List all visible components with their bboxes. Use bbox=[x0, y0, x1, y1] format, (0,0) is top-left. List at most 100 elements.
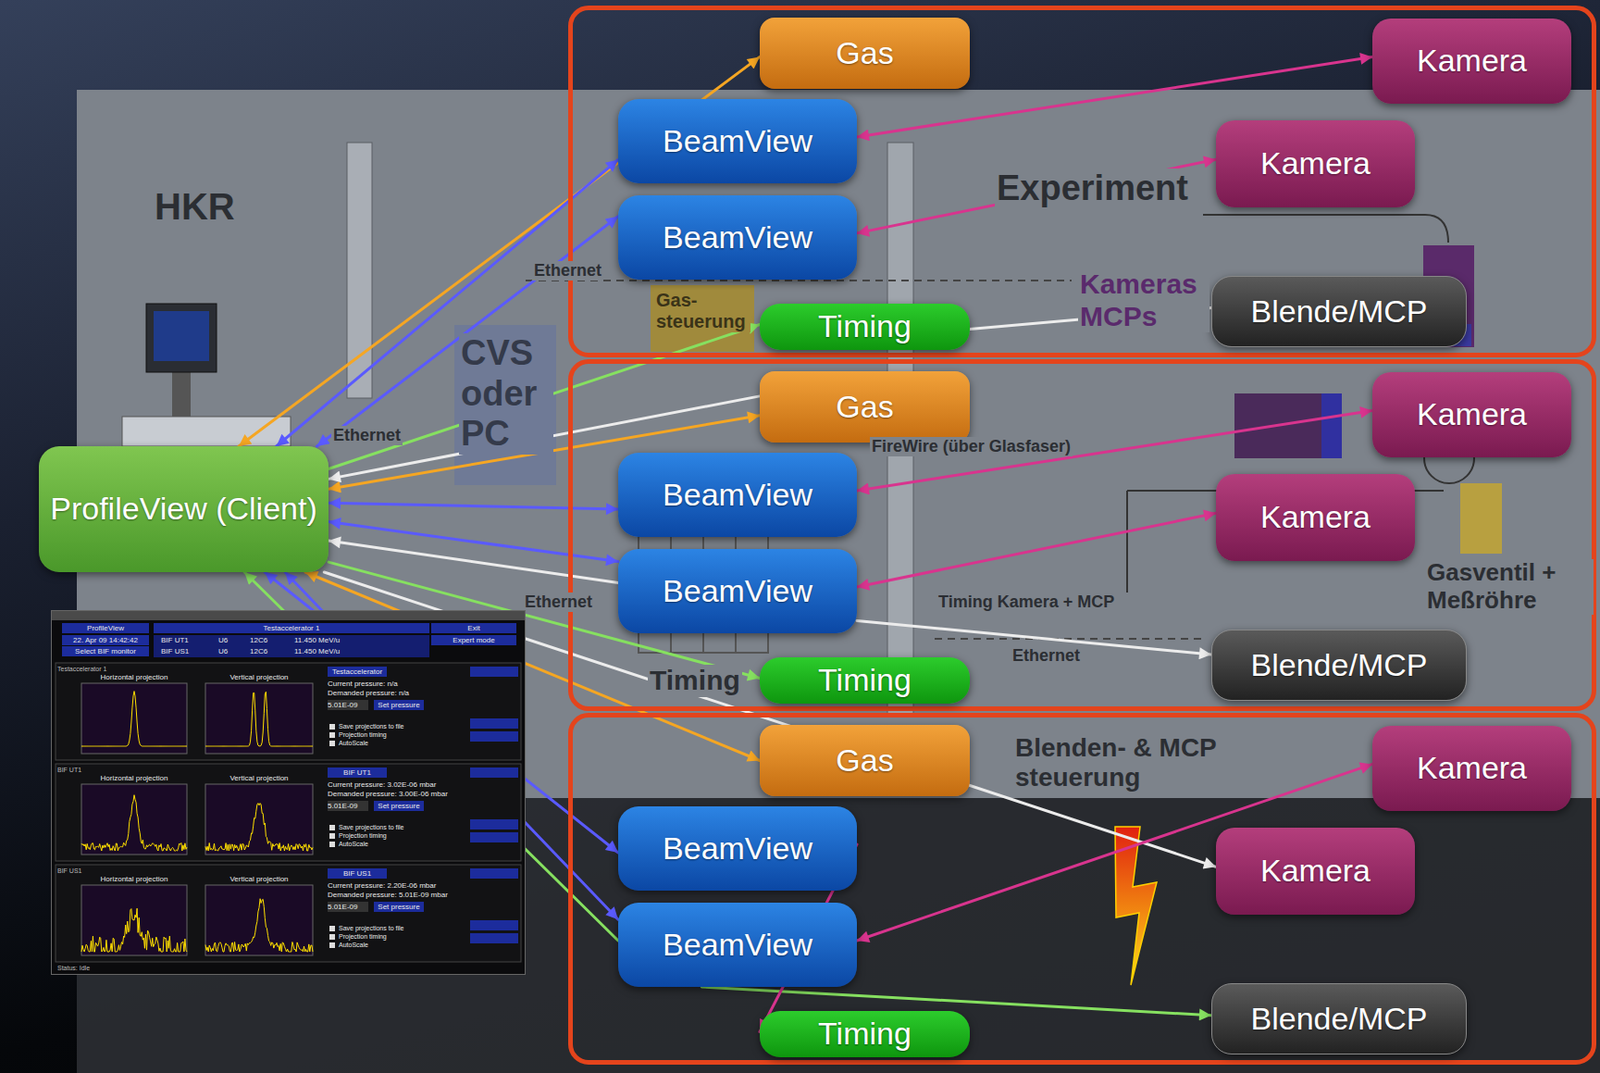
aperture-mcp-box: Blende/MCP bbox=[1211, 982, 1467, 1055]
plot-frame bbox=[81, 783, 187, 855]
screen-text: 12C6 bbox=[249, 645, 268, 657]
screen-text: Set pressure bbox=[373, 699, 424, 710]
wire bbox=[1203, 214, 1449, 243]
gas-box: Gas bbox=[759, 371, 970, 443]
node-label: Timing bbox=[818, 661, 912, 698]
plot-frame bbox=[81, 884, 187, 956]
beamview-box: BeamView bbox=[618, 195, 857, 280]
button bbox=[470, 767, 519, 778]
screen-text: ProfileView bbox=[62, 622, 149, 633]
node-label: Kamera bbox=[1416, 749, 1527, 786]
connector-arrow bbox=[328, 540, 619, 583]
button bbox=[470, 919, 519, 931]
screen-text: Testaccelerator 1 bbox=[57, 663, 107, 674]
screen-text: Demanded pressure: n/a bbox=[327, 687, 410, 698]
aperture-mcp-box: Blende/MCP bbox=[1211, 629, 1467, 701]
button bbox=[470, 731, 519, 742]
dashed-line bbox=[525, 279, 1072, 282]
background-label: Timing bbox=[647, 664, 743, 697]
screen-text: AutoScale bbox=[338, 939, 369, 950]
background-label: Blenden- & MCP steuerung bbox=[1013, 732, 1243, 793]
background-label: Ethernet bbox=[532, 260, 604, 281]
panel-frame bbox=[55, 763, 521, 861]
label-slot: Ethernet bbox=[522, 592, 595, 612]
screen-text: U6 bbox=[218, 645, 228, 657]
node-label: BeamView bbox=[662, 219, 813, 256]
connector-arrow bbox=[328, 502, 619, 509]
label-slot: FireWire (über Glasfaser) bbox=[869, 436, 1073, 457]
plot-frame bbox=[205, 884, 313, 956]
node-label: Kamera bbox=[1416, 396, 1527, 433]
checkbox bbox=[329, 731, 335, 738]
node-label: Gas bbox=[835, 742, 894, 779]
screen-text: AutoScale bbox=[338, 737, 369, 748]
button bbox=[470, 868, 519, 879]
camera-box: Kamera bbox=[1215, 473, 1415, 561]
screen-text: BIF UT1 bbox=[327, 767, 387, 778]
monitor bbox=[146, 303, 217, 373]
valve-block bbox=[1460, 483, 1502, 554]
button bbox=[470, 718, 519, 729]
label-slot: Ethernet bbox=[331, 425, 403, 446]
background-label: FireWire (über Glasfaser) bbox=[869, 436, 1073, 457]
monitor-stand bbox=[172, 370, 191, 417]
connector-arrow bbox=[276, 160, 619, 447]
background-label: Ethernet bbox=[331, 425, 403, 446]
beamview-box: BeamView bbox=[618, 548, 857, 633]
screen-text: 11.450 MeV/u bbox=[294, 645, 340, 657]
screenshot-graphics bbox=[51, 610, 525, 974]
screen-text: Testaccelerator bbox=[327, 666, 387, 677]
screen-text: Horizontal projection bbox=[81, 671, 187, 683]
label-slot: Ethernet bbox=[532, 260, 604, 281]
screen-text: Expert mode bbox=[431, 634, 517, 645]
screen-text: 5.01E-09 bbox=[327, 800, 369, 811]
screen-text: Projection timing bbox=[338, 729, 387, 740]
background-label: Ethernet bbox=[1010, 645, 1082, 666]
plot-frame bbox=[205, 682, 313, 754]
checkbox bbox=[329, 942, 335, 948]
label-slot: Timing Kamera + MCP bbox=[936, 592, 1117, 612]
node-label: Kamera bbox=[1260, 852, 1371, 889]
screen-text: 5.01E-09 bbox=[327, 699, 369, 710]
profile-trace bbox=[205, 898, 313, 952]
screen-text: 12C6 bbox=[249, 634, 268, 645]
node-label: Gas bbox=[835, 388, 894, 425]
gas-box: Gas bbox=[759, 17, 970, 89]
label-slot: Blenden- & MCP steuerung bbox=[1013, 732, 1243, 793]
beamview-box: BeamView bbox=[618, 452, 857, 537]
group-frame: GasBeamViewBeamViewTimingKameraKameraBle… bbox=[568, 359, 1597, 711]
background-label: Kameras MCPs bbox=[1078, 268, 1210, 333]
background-label: HKR bbox=[152, 185, 237, 228]
node-label: ProfileView (Client) bbox=[49, 490, 317, 527]
button bbox=[470, 818, 519, 830]
node-label: Timing bbox=[818, 1015, 912, 1052]
background-label: Gasventil + Meßröhre bbox=[1425, 558, 1594, 615]
checkbox bbox=[329, 841, 335, 847]
camera-box: Kamera bbox=[1372, 372, 1572, 458]
camera-box: Kamera bbox=[1372, 725, 1572, 811]
screen-text: U6 bbox=[218, 634, 228, 645]
checkbox bbox=[329, 832, 335, 839]
screen-text: BIF UT1 bbox=[57, 764, 82, 775]
beamview-box: BeamView bbox=[618, 806, 857, 891]
background-label: Gas- steuerung bbox=[654, 289, 751, 333]
rack-bar bbox=[347, 142, 373, 398]
screen-text: AutoScale bbox=[338, 838, 369, 849]
dashed-line bbox=[934, 637, 1204, 640]
screen-text: Demanded pressure: 5.01E-09 mbar bbox=[327, 889, 448, 900]
node-label: Blende/MCP bbox=[1251, 646, 1428, 683]
screen-text: Set pressure bbox=[373, 800, 424, 811]
label-slot: HKR bbox=[152, 185, 237, 228]
screen-text: Exit bbox=[431, 622, 517, 633]
panel-frame bbox=[55, 864, 521, 962]
checkbox bbox=[329, 824, 335, 831]
screen-text: Projection timing bbox=[338, 830, 387, 841]
camera-box: Kamera bbox=[1215, 827, 1415, 915]
node-label: BeamView bbox=[662, 926, 813, 963]
screen-text: Demanded pressure: 3.00E-06 mbar bbox=[327, 788, 448, 799]
button bbox=[470, 666, 519, 677]
node-label: Blende/MCP bbox=[1251, 293, 1428, 330]
profile-trace bbox=[205, 803, 313, 851]
screen-text: Current pressure: 2.20E-06 mbar bbox=[327, 880, 436, 891]
